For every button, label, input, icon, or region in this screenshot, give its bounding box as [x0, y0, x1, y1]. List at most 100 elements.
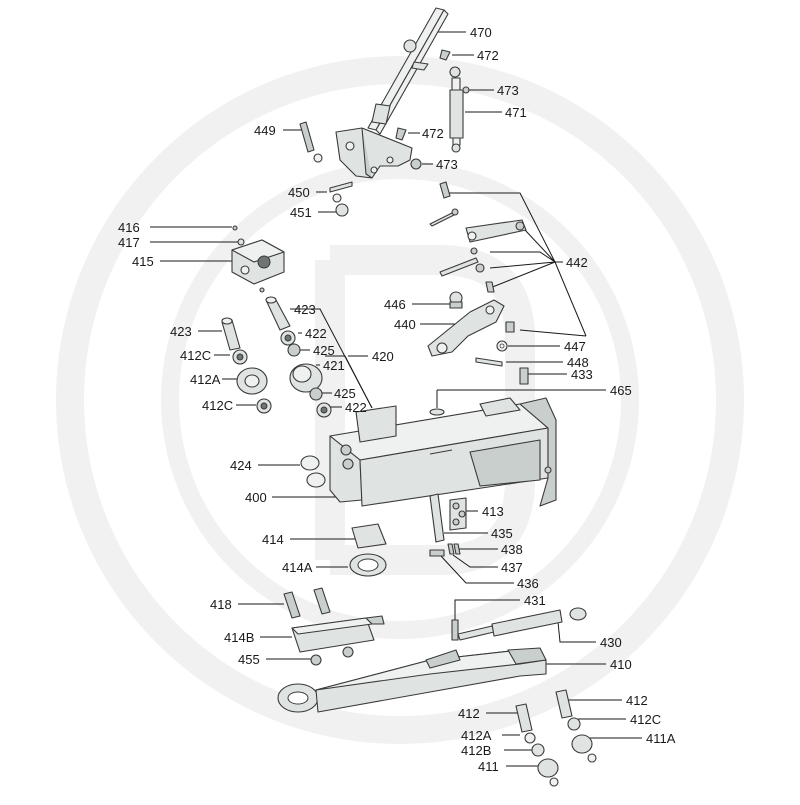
label-420: 420	[372, 349, 394, 364]
label-422-top: 422	[305, 326, 327, 341]
label-431: 431	[524, 593, 546, 608]
label-412A-bottom: 412A	[461, 728, 492, 743]
part-lock-pin-447a	[505, 321, 515, 333]
label-414: 414	[262, 532, 284, 547]
label-425-top: 425	[313, 343, 335, 358]
label-473-top: 473	[497, 83, 519, 98]
label-424: 424	[230, 458, 252, 473]
part-436-bolt	[429, 549, 445, 557]
label-421: 421	[323, 358, 345, 373]
part-412C-bush-c	[567, 717, 581, 731]
part-413-plate	[449, 497, 467, 531]
part-411-ball	[537, 758, 559, 778]
part-431-bolt	[451, 619, 459, 641]
label-417: 417	[118, 235, 140, 250]
part-414A-ring	[349, 553, 387, 577]
label-400: 400	[245, 490, 267, 505]
part-455-nuts	[310, 646, 354, 666]
part-414B-clamp	[291, 615, 385, 653]
label-423-left: 423	[170, 324, 192, 339]
part-412A-ball	[236, 367, 268, 395]
part-430-strut	[457, 607, 587, 641]
part-412A-washer	[524, 732, 536, 744]
label-411: 411	[478, 759, 499, 774]
part-412-pin-a	[515, 703, 533, 733]
part-422-bush-a	[280, 330, 296, 346]
part-400-housing	[329, 397, 557, 507]
part-412C-bush-b	[256, 398, 272, 414]
label-430: 430	[600, 635, 622, 650]
label-412A-left: 412A	[190, 372, 221, 387]
label-412-left: 412	[458, 706, 480, 721]
part-472-bolt-mid	[395, 127, 407, 141]
part-435-strip	[429, 493, 445, 543]
part-433-bolt	[519, 367, 529, 385]
label-442: 442	[566, 255, 588, 270]
label-436: 436	[517, 576, 539, 591]
part-412C-bush-a	[232, 349, 248, 365]
label-418: 418	[210, 597, 232, 612]
part-410-link-arm	[277, 647, 547, 713]
part-412B-bush	[531, 743, 545, 757]
label-414B: 414B	[224, 630, 254, 645]
part-438-pins	[447, 543, 461, 555]
label-412C-bottom: 412C	[630, 712, 661, 727]
label-473-mid: 473	[436, 157, 458, 172]
part-450-split-pin	[329, 181, 353, 203]
part-424-rings	[300, 455, 326, 488]
label-470: 470	[470, 25, 492, 40]
label-422-bottom: 422	[345, 400, 367, 415]
label-413: 413	[482, 504, 504, 519]
part-411A-ball	[571, 734, 593, 754]
part-lever-bracket	[313, 127, 413, 179]
part-425-ring-a	[287, 343, 301, 357]
label-465: 465	[610, 383, 632, 398]
part-417-grease-nipple	[237, 238, 245, 246]
part-416-pin	[232, 225, 238, 231]
part-446-bolt	[449, 291, 463, 309]
part-465-plug	[429, 408, 445, 416]
label-471: 471	[505, 105, 527, 120]
label-423-right: 423	[294, 302, 316, 317]
label-412B: 412B	[461, 743, 491, 758]
label-438: 438	[501, 542, 523, 557]
part-415-block	[231, 239, 285, 293]
part-425-ring-b	[309, 387, 323, 401]
label-412C-left: 412C	[202, 398, 233, 413]
label-410: 410	[610, 657, 632, 672]
part-418-bolts	[283, 587, 331, 619]
label-451: 451	[290, 205, 312, 220]
part-472-bolt-top	[439, 49, 451, 61]
label-472-mid: 472	[422, 126, 444, 141]
watermark-logo	[56, 56, 744, 744]
part-412-pin-b	[555, 689, 573, 719]
leader-lines	[150, 31, 642, 767]
label-415: 415	[132, 254, 154, 269]
label-414A: 414A	[282, 560, 313, 575]
part-411-rings	[549, 753, 597, 787]
label-433: 433	[571, 367, 593, 382]
label-447: 447	[564, 339, 586, 354]
label-412C-top: 412C	[180, 348, 211, 363]
part-440-lever	[427, 299, 505, 357]
label-412-right: 412	[626, 693, 648, 708]
label-440: 440	[394, 317, 416, 332]
part-423-pin-right	[265, 296, 291, 331]
label-455: 455	[238, 652, 260, 667]
label-446: 446	[384, 297, 406, 312]
label-450: 450	[288, 185, 310, 200]
part-470-lever-rod	[367, 7, 449, 135]
part-451-washer	[335, 203, 349, 217]
part-414-pad	[351, 523, 387, 549]
part-448-pin	[475, 357, 503, 367]
label-435: 435	[491, 526, 513, 541]
part-471-hydraulic-cylinder	[449, 66, 470, 153]
callout-labels: 470 472 473 471 449 472 473 450 451 416 …	[118, 25, 676, 774]
part-423-pin-left	[221, 317, 241, 351]
part-442-fixings	[429, 181, 527, 293]
label-472-top: 472	[477, 48, 499, 63]
label-449: 449	[254, 123, 276, 138]
part-422-bush-b	[316, 402, 332, 418]
part-473-nut-mid	[410, 158, 422, 170]
